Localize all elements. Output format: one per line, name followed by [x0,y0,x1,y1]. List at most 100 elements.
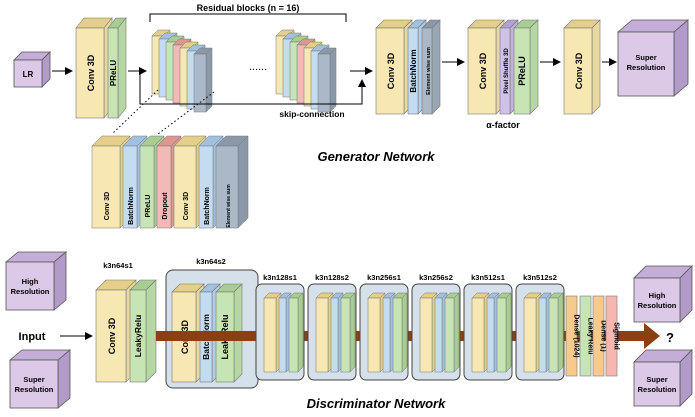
disc-first-block: Conv 3D LeakyRelu [95,279,157,383]
post-elemsum-label: Element wise sum [426,47,432,95]
gen-prelu-layer [107,27,119,119]
right-hr-label-line1: High [649,291,666,300]
generator-title: Generator Network [317,149,435,164]
disc-group-k3n256s2: k3n256s2 [411,273,461,381]
generator-network: LR Conv 3D PReLU Residual blocks (n = 16… [13,3,690,229]
disc-group-layer-2 [444,292,460,373]
disc-group-layer-0 [523,292,542,373]
detail-layer-label-1: BatchNorm [128,187,135,225]
gen-conv3d-layer [75,27,105,119]
detail-layer-label-6: Element wise sum [226,184,232,228]
up-conv3d-layer [467,27,497,115]
dense-layer-label: Sigmoid [613,322,620,350]
up-conv3d-label: Conv 3D [478,52,488,89]
lr-input-cube: LR [13,51,51,88]
post-elemsum-layer [421,27,433,115]
gen-post-block: Conv 3D BatchNorm Element wise sum [375,19,441,115]
disc-group-label: k3n128s1 [263,273,297,282]
up-pixelshuffle-label: Pixel Shuffle 3D [504,48,510,94]
hr-label-line1: High [22,277,39,286]
disc-sr-label-line1: Super [23,375,44,384]
discriminator-network: High Resolution Super Resolution Input k… [4,251,693,411]
disc-group-label: k3n256s2 [419,273,453,282]
up-pixelshuffle-layer [499,27,511,115]
disc-sr-label-line2: Resolution [15,385,54,394]
disc-group-layer-2 [548,292,564,373]
last-residual-slice-6 [317,47,337,113]
dense-layer-0: Dense (1024) [565,295,580,377]
feature-flow-head [644,323,660,349]
disc-group-layer-2 [392,292,408,373]
dense-layer-label: Leaky Relu [587,318,594,355]
dense-layer-2: Dense (1) [592,295,607,377]
disc-group-layer-0 [367,292,386,373]
up-prelu-layer [513,27,531,115]
gen-sr-label-line2: Resolution [627,63,666,72]
disc-group-layer-2 [288,292,304,373]
disc-leakyrelu-layer [129,289,147,383]
disc-group-k3n128s2: k3n128s2 [307,273,357,381]
disc-right-hr-cube: High Resolution [633,265,693,323]
disc-group-label: k3n512s1 [471,273,505,282]
residual-stack-last [275,29,337,113]
right-sr-label-line1: Super [646,375,667,384]
dense-layer-1: Leaky Relu [579,295,594,377]
post-batchnorm-label: BatchNorm [409,49,418,92]
gen-prelu-label: PReLU [109,60,118,86]
disc-group-layer-2 [496,292,512,373]
gen-final-conv: Conv 3D [563,19,601,115]
disc-group-label: k3n128s2 [315,273,349,282]
disc-conv3d-label: Conv 3D [107,317,117,354]
final-conv3d-label: Conv 3D [574,52,584,89]
gen-sr-label-line1: Super [635,53,656,62]
disc-input-label: Input [19,331,46,343]
disc-group-layer-2 [340,292,356,373]
disc-right-sr-cube: Super Resolution [633,349,693,407]
disc-dense-layers: Dense (1024) Leaky Relu Dense (1) Sigmoid [565,295,620,377]
detail-layer-3: Dropout [156,135,182,229]
disc-group-label: k3n256s1 [367,273,401,282]
residual-stack-first [151,29,213,113]
first-block-label: k3n64s1 [103,261,133,270]
disc-group-k3n256s1: k3n256s1 [359,273,409,381]
first-residual-slice-6 [193,47,213,113]
skip-connection-line [139,71,366,105]
right-hr-label-line2: Resolution [638,301,677,310]
residual-ellipsis: ...... [249,61,267,73]
detail-layer-label-4: Conv 3D [183,192,190,220]
residual-brace [149,13,347,22]
disc-hr-cube: High Resolution [4,251,68,311]
zoom-line-left [111,89,159,135]
disc-group-layer-0 [419,292,438,373]
gen-conv-block: Conv 3D PReLU [75,17,127,119]
detail-layer-6: Element wise sum [215,135,249,229]
discriminator-title: Discriminator Network [307,396,446,411]
output-question-mark: ? [666,330,674,345]
disc-conv-groups: k3n128s1 k3n128s2 k3n256s1 k3n256s2 k3n512s1… [255,273,565,381]
disc-leakyrelu-label: LeakyRelu [133,315,143,358]
right-sr-label-line2: Resolution [638,385,677,394]
detail-layer-label-2: PReLU [145,195,152,218]
up-prelu-label: PReLU [517,56,527,86]
post-conv3d-layer [375,27,405,115]
detail-layer-label-0: Conv 3D [104,192,111,220]
disc-group-label: k3n512s2 [523,273,557,282]
dense-layer-label: Dense (1024) [573,314,580,357]
post-conv3d-label: Conv 3D [386,52,396,89]
alpha-factor-label: α-factor [486,120,520,130]
disc-group-layer-0 [471,292,490,373]
disc-group-k3n128s1: k3n128s1 [255,273,305,381]
hr-label-line2: Resolution [11,287,50,296]
disc-group-layer-0 [315,292,334,373]
residual-blocks-label: Residual blocks (n = 16) [197,3,300,13]
detail-layer-label-3: Dropout [162,192,169,220]
disc-sr-cube: Super Resolution [8,349,72,409]
gen-upsample-block: Conv 3D Pixel Shuffle 3D PReLU [467,19,539,115]
gen-conv3d-label: Conv 3D [86,54,96,91]
disc-group-layer-0 [263,292,282,373]
disc-group-k3n512s2: k3n512s2 [515,273,565,381]
dense-layer-label: Dense (1) [600,320,607,352]
detail-layer-label-5: BatchNorm [204,187,211,225]
dense-layer-3: Sigmoid [605,295,620,377]
